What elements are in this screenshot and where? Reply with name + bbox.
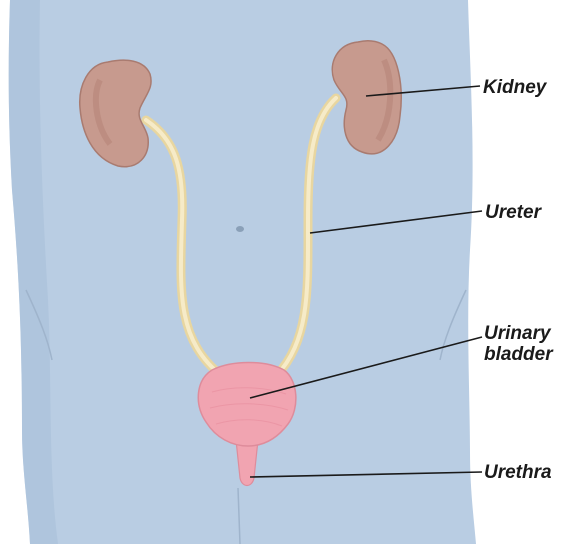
urethra-label: Urethra [484, 462, 552, 483]
urinary-bladder-label-line2: bladder [484, 344, 553, 365]
ureter-label: Ureter [485, 202, 541, 223]
kidney-label: Kidney [483, 77, 546, 98]
urinary-bladder-label: Urinary bladder [484, 323, 553, 365]
navel-mark [236, 226, 244, 232]
urinary-bladder-label-line1: Urinary [484, 323, 553, 344]
